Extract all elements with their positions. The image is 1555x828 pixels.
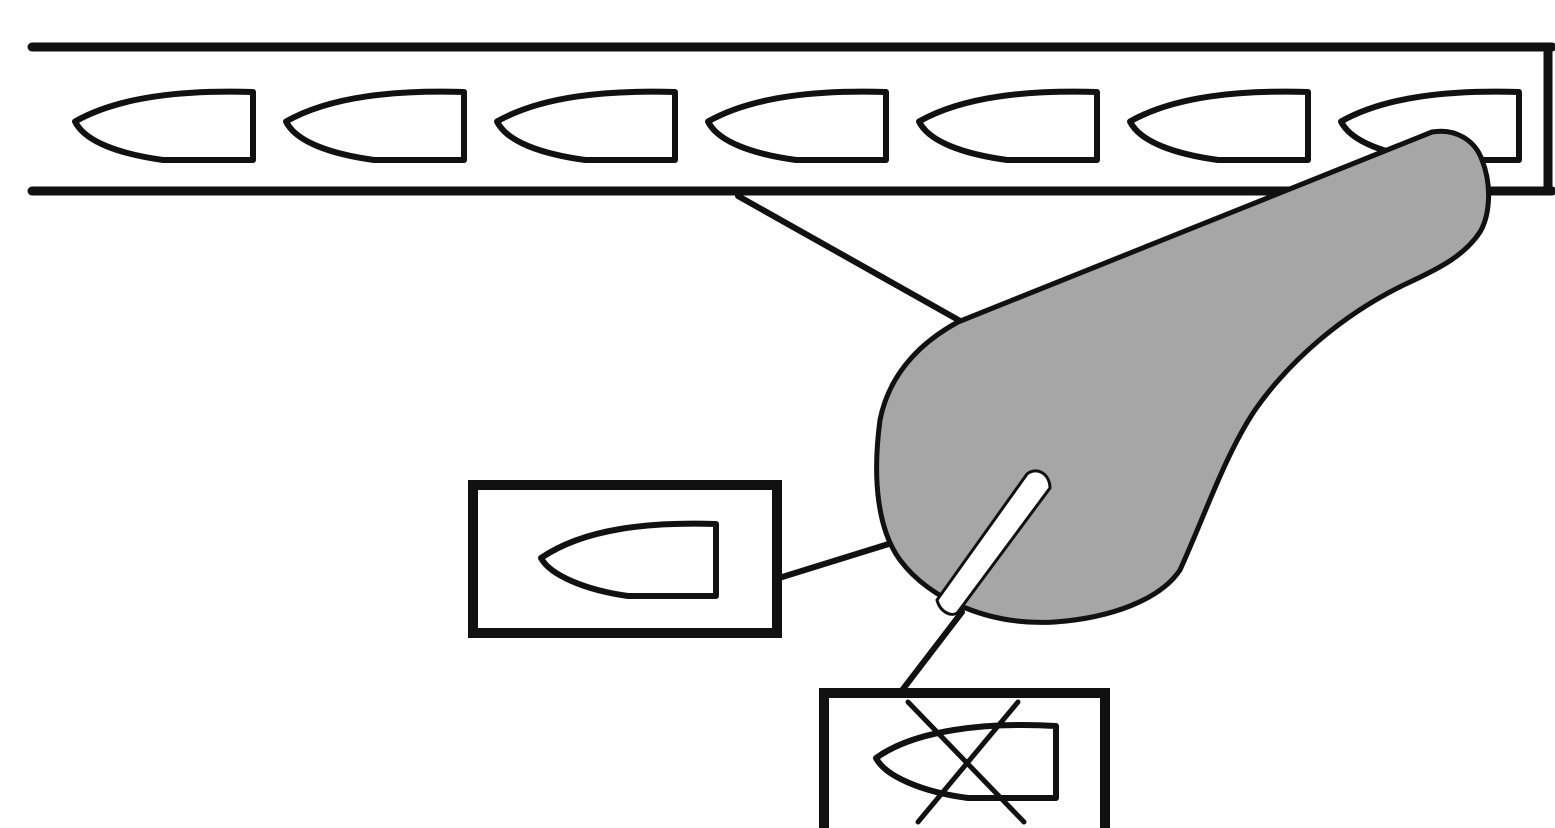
sorter-to-accept-bin-connector <box>776 539 898 581</box>
conveyor-parts-row <box>72 88 1522 163</box>
reject-cross-line-2 <box>915 699 1021 825</box>
conveyor-part-2 <box>283 88 467 163</box>
reject-bin <box>819 688 1110 828</box>
sorter-slot <box>935 469 1052 616</box>
conveyor-part-6 <box>1127 88 1311 163</box>
accept-bin <box>468 480 782 638</box>
conveyor-to-sorter-connector <box>735 193 965 325</box>
conveyor-belt <box>27 42 1555 196</box>
conveyor-part-3 <box>494 88 678 163</box>
conveyor-part-4 <box>705 88 889 163</box>
sorter-to-reject-bin-connector <box>897 609 965 696</box>
sorter-paddle <box>874 128 1492 625</box>
conveyor-part-5 <box>916 88 1100 163</box>
bullet-part-icon <box>538 520 719 599</box>
conveyor-part-1 <box>72 88 256 163</box>
